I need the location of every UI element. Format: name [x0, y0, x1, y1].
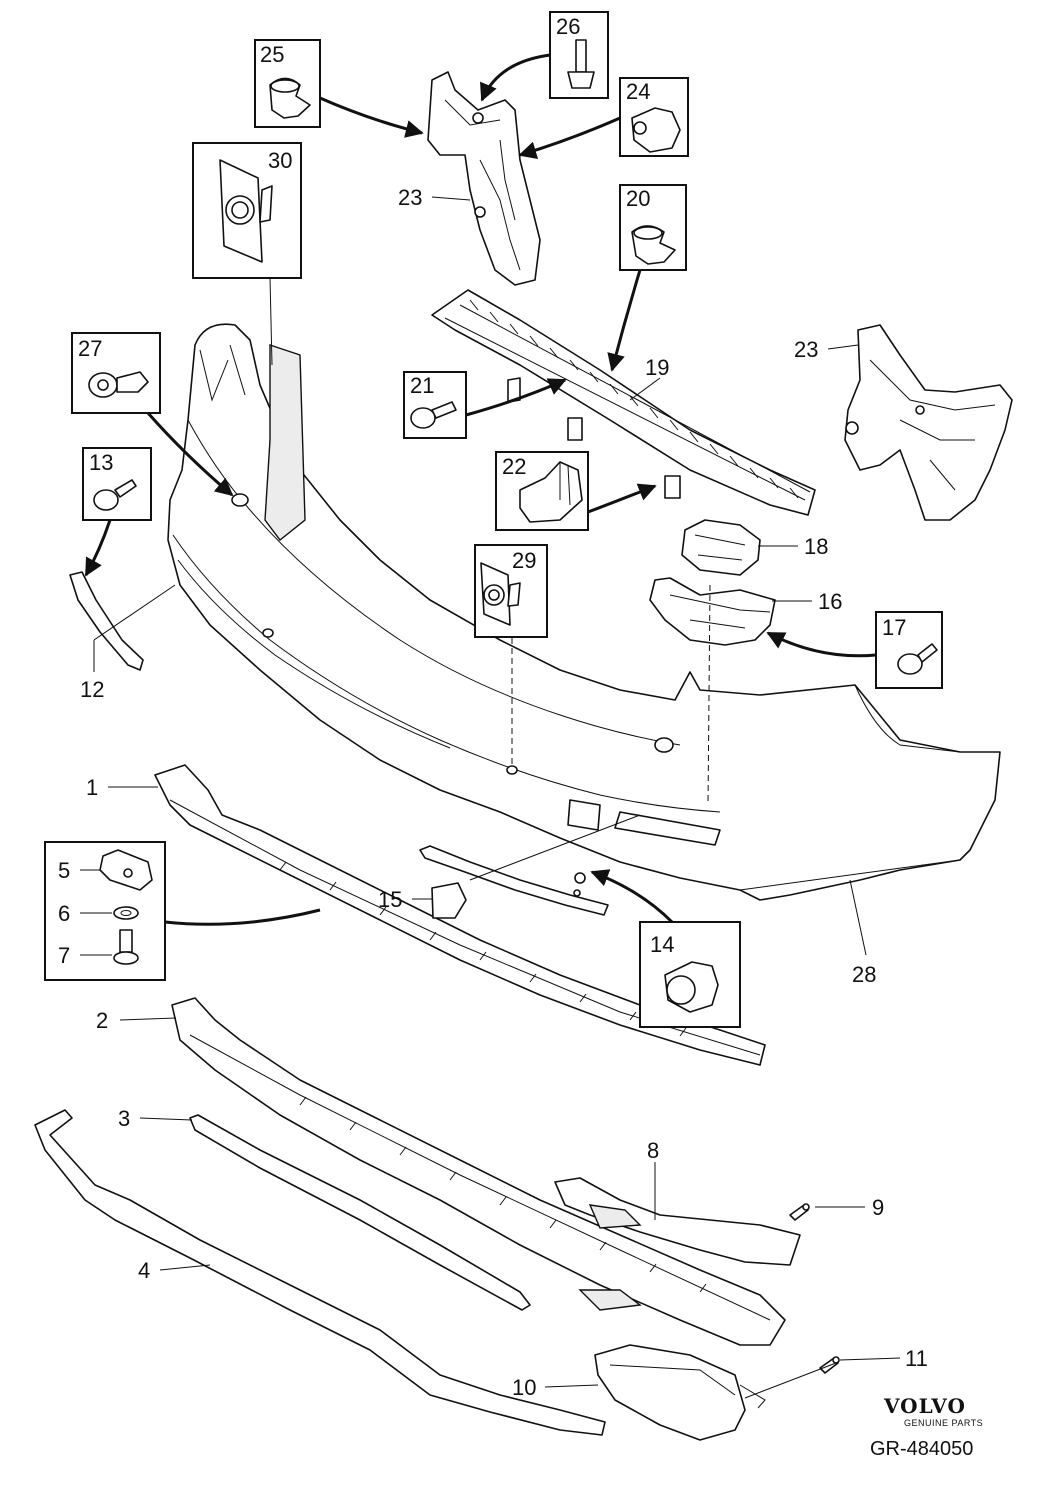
bumper-cover: [167, 323, 1001, 901]
arrow-13: [84, 519, 112, 577]
arrow-26: [480, 53, 551, 102]
reflector-housing-10: [594, 1344, 766, 1441]
lower-diffuser-2: [171, 997, 786, 1346]
arrow-5-6-7: [164, 908, 321, 926]
bracket-right: [844, 324, 1013, 521]
callout-9: 9: [872, 1195, 884, 1220]
diagram-reference: GR-484050: [870, 1438, 973, 1460]
callout-15: 15: [378, 887, 402, 912]
trim-strip-3: [189, 1114, 531, 1311]
arrow-14: [590, 869, 674, 924]
detail-box-25: 25: [254, 39, 321, 128]
callout-29: 29: [512, 548, 536, 573]
callout-6: 6: [58, 901, 70, 926]
detail-box-14: 14: [639, 921, 741, 1028]
brand-subtitle: GENUINE PARTS: [904, 1418, 983, 1428]
arrow-24: [518, 116, 621, 159]
reflector-housing-8: [554, 1177, 801, 1266]
side-trim-strip: [69, 571, 144, 671]
detail-box-20: 20: [619, 184, 687, 271]
callout-24: 24: [626, 79, 650, 104]
reflector-strip-15: [419, 845, 609, 919]
bracket-left: [427, 71, 541, 286]
callout-30: 30: [268, 148, 292, 173]
callout-13: 13: [89, 450, 113, 475]
arrow-22: [587, 483, 657, 514]
detail-box-26: 26: [549, 11, 609, 99]
callout-12: 12: [80, 677, 104, 702]
callout-20: 20: [626, 186, 650, 211]
callout-2: 2: [96, 1008, 108, 1033]
callout-3: 3: [118, 1106, 130, 1131]
callout-19: 19: [645, 355, 669, 380]
side-bracket-18: [681, 519, 761, 576]
callout-18: 18: [804, 534, 828, 559]
callout-10: 10: [512, 1375, 536, 1400]
callout-17: 17: [882, 615, 906, 640]
callout-26: 26: [556, 14, 580, 39]
callout-27: 27: [78, 336, 102, 361]
detail-box-17: 17: [875, 611, 943, 689]
impact-absorber-bar: [431, 289, 816, 516]
detail-box-22: 22: [495, 451, 589, 531]
screw-11: [819, 1356, 840, 1374]
detail-box-24: 24: [619, 77, 689, 157]
callout-21: 21: [410, 373, 434, 398]
callout-28: 28: [852, 962, 876, 987]
callout-23-left: 23: [398, 185, 422, 210]
callout-1: 1: [86, 775, 98, 800]
arrow-20: [607, 269, 642, 372]
screw-9: [789, 1203, 810, 1221]
callout-14: 14: [650, 932, 674, 957]
arrow-21: [465, 378, 567, 417]
arrow-17: [766, 631, 877, 658]
detail-box-21: 21: [403, 371, 467, 439]
callout-11: 11: [905, 1346, 928, 1371]
callout-7: 7: [58, 943, 70, 968]
callout-16: 16: [818, 589, 842, 614]
callout-23-right: 23: [794, 337, 818, 362]
callout-5: 5: [58, 858, 70, 883]
detail-box-27: 27: [71, 332, 161, 414]
detail-box-30: 30: [192, 142, 302, 279]
assembly-line-16: [707, 584, 711, 806]
brand-logo: VOLVO: [883, 1394, 966, 1418]
callout-8: 8: [647, 1138, 659, 1163]
detail-box-5-6-7: 5 6 7: [44, 841, 166, 981]
detail-box-13: 13: [82, 447, 152, 521]
detail-box-29: 29: [474, 544, 548, 638]
arrow-27: [146, 412, 234, 497]
callout-4: 4: [138, 1258, 150, 1283]
callout-25: 25: [260, 42, 284, 67]
side-bracket-16: [649, 577, 776, 646]
trim-strip-4: [34, 1109, 606, 1436]
arrow-25: [319, 96, 424, 138]
callout-22: 22: [502, 454, 526, 479]
